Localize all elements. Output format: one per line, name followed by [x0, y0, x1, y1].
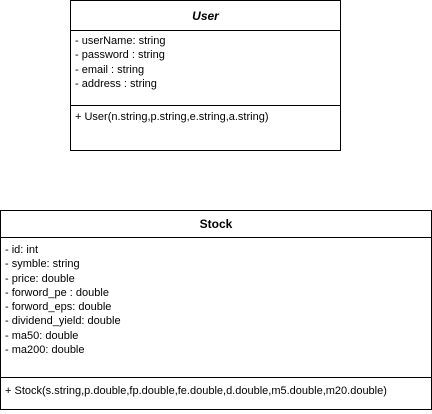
stock-attribute-id: - id: int: [5, 244, 39, 256]
stock-attribute-ma200: - ma200: double: [5, 344, 85, 357]
stock-attribute-dividend-yield: - dividend_yield: double: [5, 315, 121, 328]
user-class-box[interactable]: User - userName: string - password : str…: [70, 0, 341, 151]
stock-attribute-forword-eps: - forword_eps: double: [5, 301, 112, 314]
user-attribute-password: - password : string: [75, 49, 165, 62]
stock-attribute-forword-pe: - forword_pe : double: [5, 286, 109, 299]
stock-class-name: Stock: [1, 211, 431, 238]
stock-attribute-symble: - symble: string: [5, 258, 80, 271]
stock-class-box[interactable]: Stock - id: int - symble: string - price…: [0, 210, 432, 410]
user-attribute-address: - address : string: [75, 77, 157, 90]
user-attribute-username: - userName: string: [75, 35, 166, 47]
stock-attribute-ma50: - ma50: double: [5, 329, 79, 342]
stock-methods: + Stock(s.string,p.double,fp.double,fe.d…: [1, 378, 431, 398]
user-methods: + User(n.string,p.string,e.string,a.stri…: [71, 106, 340, 124]
stock-method-constructor: + Stock(s.string,p.double,fp.double,fe.d…: [5, 385, 387, 397]
user-method-constructor: + User(n.string,p.string,e.string,a.stri…: [75, 111, 269, 123]
user-class-name: User: [71, 1, 340, 31]
stock-attribute-price: - price: double: [5, 272, 75, 285]
stock-attributes: - id: int - symble: string - price: doub…: [1, 238, 431, 378]
user-attributes: - userName: string - password : string -…: [71, 31, 340, 106]
user-attribute-email: - email : string: [75, 63, 145, 76]
